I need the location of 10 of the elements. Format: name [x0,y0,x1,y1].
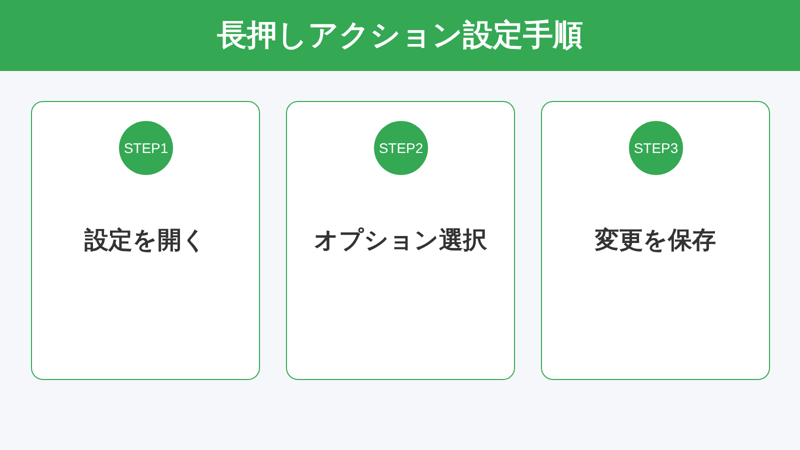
step-label: オプション選択 [314,225,487,256]
step-circle: STEP2 [374,121,428,175]
step-card [31,101,260,380]
step-label: 設定を開く [84,225,206,256]
step-card [286,101,515,380]
title-banner: 長押しアクション設定手順 [0,0,800,71]
step-card [541,101,770,380]
step-circle: STEP1 [119,121,173,175]
step-circle: STEP3 [629,121,683,175]
step-label: 変更を保存 [595,225,716,256]
